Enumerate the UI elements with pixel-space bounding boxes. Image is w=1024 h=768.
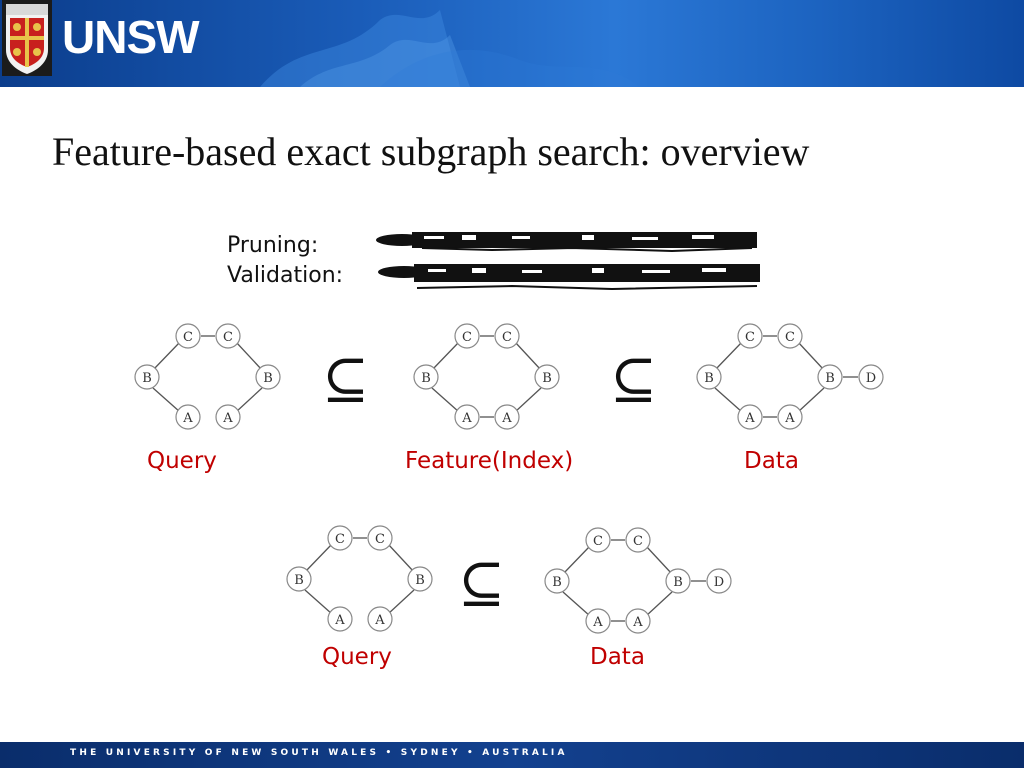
header-wave-decoration — [260, 10, 640, 87]
feature-graph-row1: C C B B A A — [413, 323, 560, 430]
node-label: A — [374, 613, 385, 628]
node-label: A — [592, 615, 603, 630]
node-label: B — [421, 371, 431, 386]
unsw-logo: UNSW — [62, 11, 200, 63]
footer-banner: THE UNIVERSITY OF NEW SOUTH WALES • SYDN… — [0, 742, 1024, 768]
pruning-label: Pruning: — [227, 233, 319, 258]
node-label: A — [461, 411, 472, 426]
node-label: B — [542, 371, 552, 386]
node-label: B — [294, 573, 304, 588]
header-banner: UNSW — [0, 0, 1024, 87]
query-caption-row1: Query — [147, 448, 217, 474]
node-label: A — [744, 411, 755, 426]
node-label: A — [222, 411, 233, 426]
node-label: A — [632, 615, 643, 630]
node-label: B — [263, 371, 273, 386]
query-caption-row2: Query — [322, 644, 392, 670]
validation-label: Validation: — [227, 263, 344, 288]
node-label: C — [375, 532, 385, 547]
node-label: B — [142, 371, 152, 386]
node-label: A — [182, 411, 193, 426]
node-label: D — [866, 371, 876, 386]
node-label: C — [462, 330, 472, 345]
node-label: C — [593, 534, 603, 549]
subseteq-symbol: ⊆ — [610, 347, 657, 412]
footer-text: THE UNIVERSITY OF NEW SOUTH WALES • SYDN… — [70, 748, 568, 758]
subseteq-symbol: ⊆ — [458, 551, 505, 616]
node-label: C — [502, 330, 512, 345]
subseteq-symbol: ⊆ — [322, 347, 369, 412]
data-graph-row2: C C B B D A A — [544, 527, 732, 634]
node-label: B — [552, 575, 562, 590]
feature-caption-row1: Feature(Index) — [405, 448, 574, 474]
slide-title: Feature-based exact subgraph search: ove… — [52, 129, 810, 174]
query-graph-row1: C C B B A A — [134, 323, 281, 430]
data-caption-row1: Data — [744, 448, 799, 474]
node-label: C — [223, 330, 233, 345]
node-label: C — [183, 330, 193, 345]
node-label: D — [714, 575, 724, 590]
node-label: A — [784, 411, 795, 426]
node-label: C — [745, 330, 755, 345]
data-graph-row1: C C B B D A A — [696, 323, 884, 430]
scribbled-formula-graphic — [376, 232, 760, 291]
query-graph-row2: C C B B A A — [286, 525, 433, 632]
data-caption-row2: Data — [590, 644, 645, 670]
node-label: C — [785, 330, 795, 345]
node-label: A — [501, 411, 512, 426]
node-label: B — [415, 573, 425, 588]
node-label: C — [335, 532, 345, 547]
node-label: B — [825, 371, 835, 386]
node-label: A — [334, 613, 345, 628]
unsw-crest-icon — [2, 0, 52, 76]
node-label: C — [633, 534, 643, 549]
node-label: B — [673, 575, 683, 590]
node-label: B — [704, 371, 714, 386]
